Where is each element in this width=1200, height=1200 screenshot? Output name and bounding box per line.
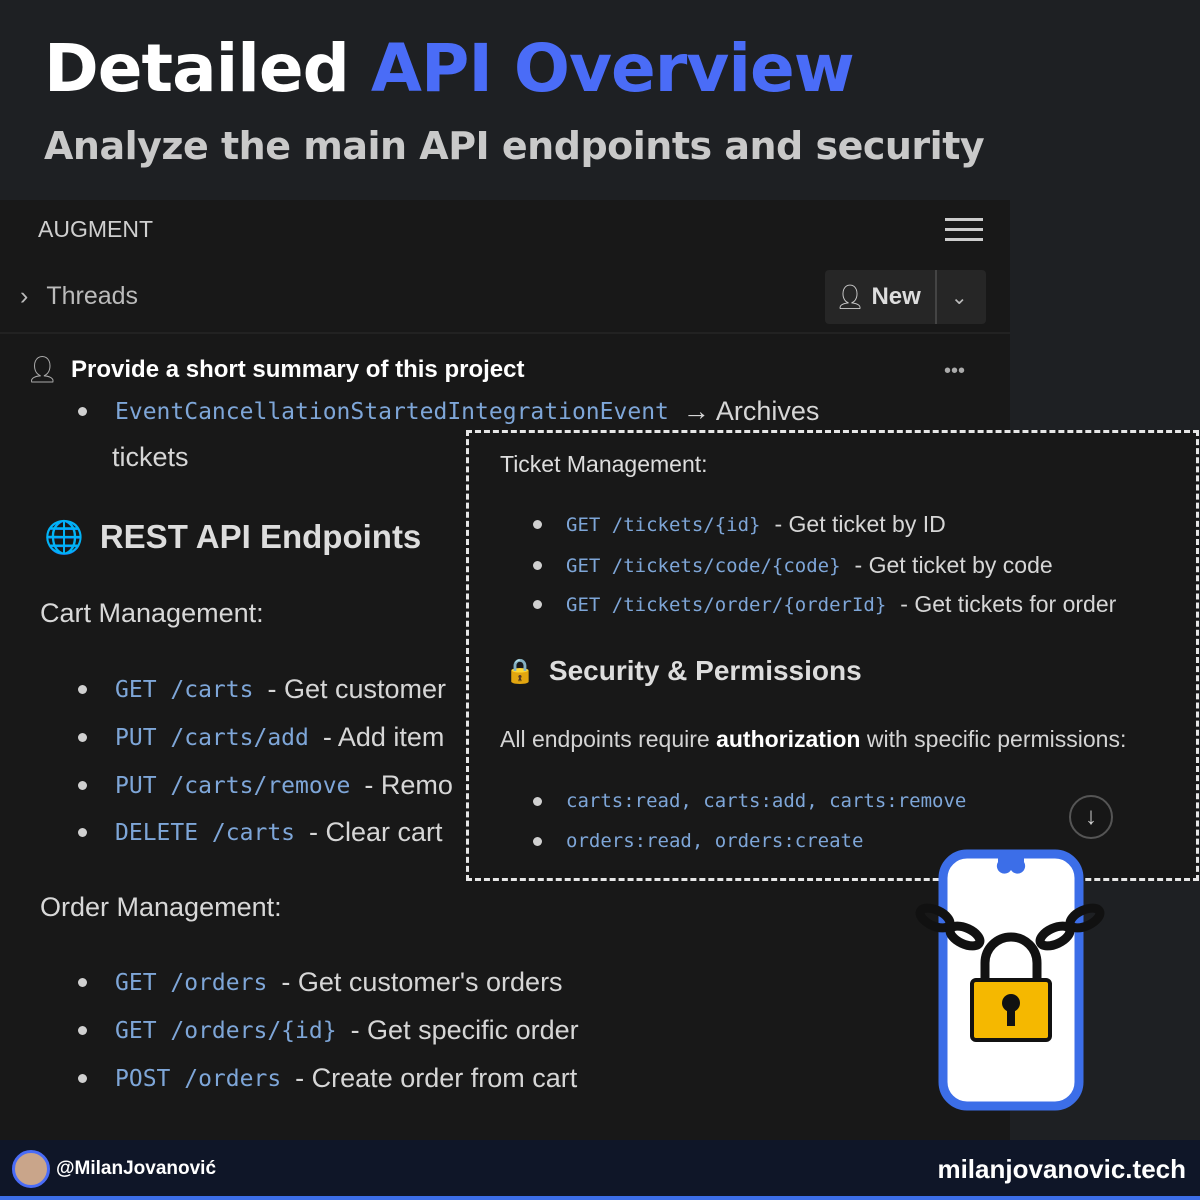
list-item: GET /tickets/code/{code}- Get ticket by … — [533, 552, 1053, 579]
threads-toggle[interactable]: ›Threads — [20, 282, 139, 310]
list-item: GET /orders/{id}- Get specific order — [78, 1015, 579, 1046]
user-icon: 👤︎ — [26, 354, 60, 384]
order-heading: Order Management: — [40, 892, 282, 922]
list-item: DELETE /carts- Clear cart — [78, 817, 443, 848]
list-item: orders:read, orders:create — [533, 830, 877, 852]
chevron-right-icon: › — [20, 282, 29, 310]
rest-heading: 🌐 REST API Endpoints — [44, 518, 422, 555]
scroll-down-button[interactable]: ↓ — [1069, 795, 1113, 839]
list-item: GET /tickets/{id}- Get ticket by ID — [533, 511, 946, 538]
list-item: POST /orders- Create order from cart — [78, 1063, 577, 1094]
list-item: GET /orders- Get customer's orders — [78, 967, 563, 998]
user-icon: 👤︎ — [835, 283, 866, 311]
list-item: GET /tickets/order/{orderId}- Get ticket… — [533, 591, 1116, 618]
list-item: GET /carts- Get customer — [78, 674, 446, 705]
list-item: carts:read, carts:add, carts:remove — [533, 790, 980, 812]
cart-heading: Cart Management: — [40, 598, 264, 628]
avatar — [12, 1150, 50, 1188]
chevron-down-icon[interactable]: ⌄ — [950, 286, 968, 309]
more-options-icon[interactable]: ••• — [944, 360, 966, 382]
list-item-continuation: tickets — [112, 442, 189, 472]
new-thread-button[interactable]: 👤︎ New ⌄ — [825, 270, 986, 324]
page-title: Detailed API Overview — [44, 30, 855, 107]
lock-icon: 🔒 — [505, 657, 535, 685]
footer: @MilanJovanović milanjovanovic.tech — [0, 1140, 1200, 1200]
security-heading: 🔒 Security & Permissions — [505, 655, 862, 686]
ticket-heading: Ticket Management: — [500, 451, 708, 477]
zoomed-overlay: Ticket Management: GET /tickets/{id}- Ge… — [466, 430, 1199, 881]
list-item: EventCancellationStartedIntegrationEvent… — [78, 396, 819, 427]
page-subtitle: Analyze the main API endpoints and secur… — [44, 124, 985, 168]
auth-text: All endpoints require authorization with… — [500, 726, 1127, 752]
app-name: AUGMENT — [38, 216, 153, 242]
globe-icon: 🌐 — [44, 519, 84, 555]
list-item: PUT /carts/remove- Remo — [78, 770, 453, 801]
user-prompt: 👤︎ Provide a short summary of this proje… — [26, 354, 525, 384]
list-item: PUT /carts/add- Add item — [78, 722, 444, 753]
phone-lock-icon — [915, 849, 1105, 1111]
website-link[interactable]: milanjovanovic.tech — [937, 1154, 1186, 1184]
menu-icon[interactable] — [945, 218, 983, 241]
author-handle: @MilanJovanović — [56, 1158, 217, 1179]
